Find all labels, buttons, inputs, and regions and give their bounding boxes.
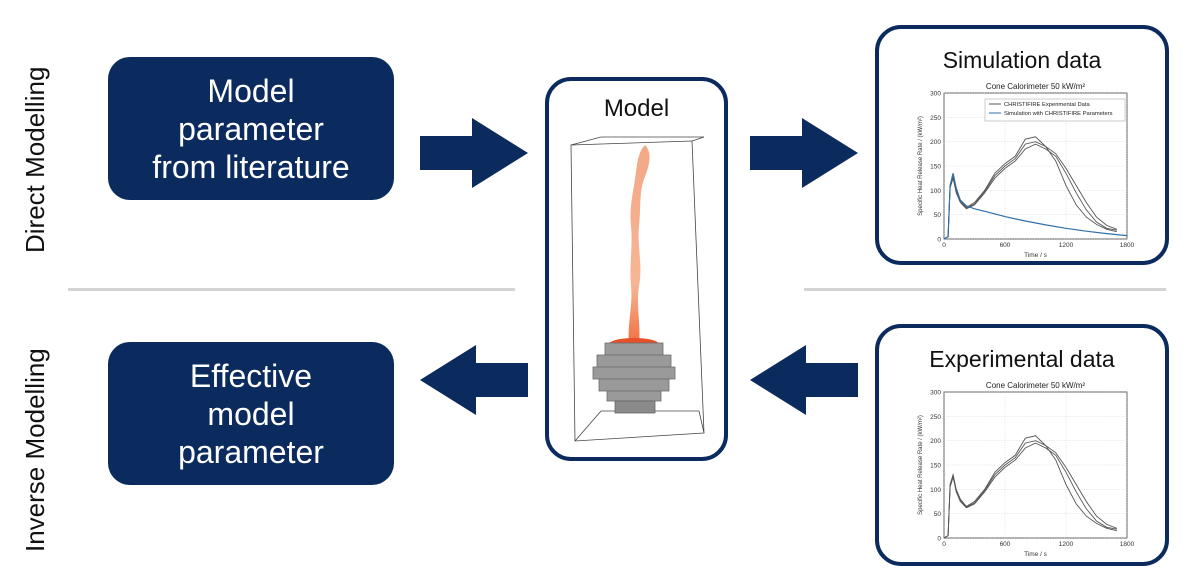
literature-line-1: Model xyxy=(207,72,295,109)
arrow-left-icon xyxy=(750,345,858,415)
y-tick-label: 0 xyxy=(937,237,941,244)
y-axis-label: Specific Heat Release Rate / (kW/m²) xyxy=(918,415,924,515)
legend-entry: Simulation with CHRISTIFIRE Parameters xyxy=(1004,111,1113,117)
experimental-series-line xyxy=(943,440,1117,539)
literature-parameter-box: Model parameter from literature xyxy=(108,57,394,200)
x-tick-label: 1800 xyxy=(1120,541,1135,548)
y-tick-label: 0 xyxy=(937,536,941,543)
experimental-series-line xyxy=(943,141,1117,240)
flame-model-icon xyxy=(570,136,705,442)
x-tick-label: 1800 xyxy=(1120,242,1135,249)
model-panel: Model xyxy=(545,77,728,461)
simulation-data-panel: Simulation data Cone Calorimeter 50 kW/m… xyxy=(875,25,1169,265)
simulation-title: Simulation data xyxy=(942,47,1102,73)
model-title: Model xyxy=(603,95,670,122)
simulation-series-line xyxy=(943,173,1128,240)
y-axis-label: Specific Heat Release Rate / (kW/m²) xyxy=(918,116,924,216)
effective-parameter-box: Effective model parameter xyxy=(108,342,394,485)
experimental-series-line xyxy=(943,442,1117,539)
arrow-right-icon xyxy=(420,118,528,188)
y-tick-label: 250 xyxy=(930,115,941,122)
effective-line-2: model xyxy=(207,395,295,432)
y-tick-label: 300 xyxy=(930,91,941,98)
y-tick-label: 50 xyxy=(934,212,942,219)
effective-line-3: parameter xyxy=(178,433,324,470)
x-tick-label: 1200 xyxy=(1059,541,1074,548)
x-axis-label: Time / s xyxy=(1024,252,1048,259)
direct-modelling-label: Direct Modelling xyxy=(20,66,50,253)
arrow-left-icon xyxy=(420,345,528,415)
experimental-series-line xyxy=(943,435,1117,539)
y-tick-label: 50 xyxy=(934,511,942,518)
x-tick-label: 0 xyxy=(942,541,946,548)
y-tick-label: 150 xyxy=(930,164,941,171)
simulation-chart: Cone Calorimeter 50 kW/m² 0 50 100 150 200 250… xyxy=(918,82,1135,259)
inverse-modelling-label: Inverse Modelling xyxy=(20,348,50,552)
divider-right xyxy=(804,288,1166,291)
arrow-right-icon xyxy=(750,118,858,188)
experimental-series-line xyxy=(943,136,1117,240)
chart-title: Cone Calorimeter 50 kW/m² xyxy=(986,82,1085,91)
experimental-series-line xyxy=(943,143,1117,240)
y-tick-label: 300 xyxy=(930,390,941,397)
legend-box xyxy=(984,98,1126,122)
experimental-chart: Cone Calorimeter 50 kW/m² 0 50 100 150 200 250… xyxy=(918,381,1135,558)
literature-line-3: from literature xyxy=(152,148,350,185)
literature-line-2: parameter xyxy=(178,110,324,147)
effective-line-1: Effective xyxy=(189,357,313,394)
legend-entry: CHRISTIFIRE Experimental Data xyxy=(1004,102,1090,108)
divider-left xyxy=(68,288,515,291)
x-tick-label: 600 xyxy=(1000,541,1011,548)
y-tick-label: 200 xyxy=(930,139,941,146)
y-tick-label: 100 xyxy=(930,487,941,494)
x-tick-label: 600 xyxy=(1000,242,1011,249)
y-tick-label: 250 xyxy=(930,414,941,421)
experimental-title: Experimental data xyxy=(929,346,1115,372)
x-tick-label: 1200 xyxy=(1059,242,1074,249)
y-tick-label: 100 xyxy=(930,188,941,195)
x-axis-label: Time / s xyxy=(1024,551,1048,558)
x-tick-label: 0 xyxy=(942,242,946,249)
y-tick-label: 150 xyxy=(930,463,941,470)
chart-title: Cone Calorimeter 50 kW/m² xyxy=(986,381,1085,390)
y-tick-label: 200 xyxy=(930,438,941,445)
experimental-data-panel: Experimental data Cone Calorimeter 50 kW… xyxy=(875,324,1169,566)
